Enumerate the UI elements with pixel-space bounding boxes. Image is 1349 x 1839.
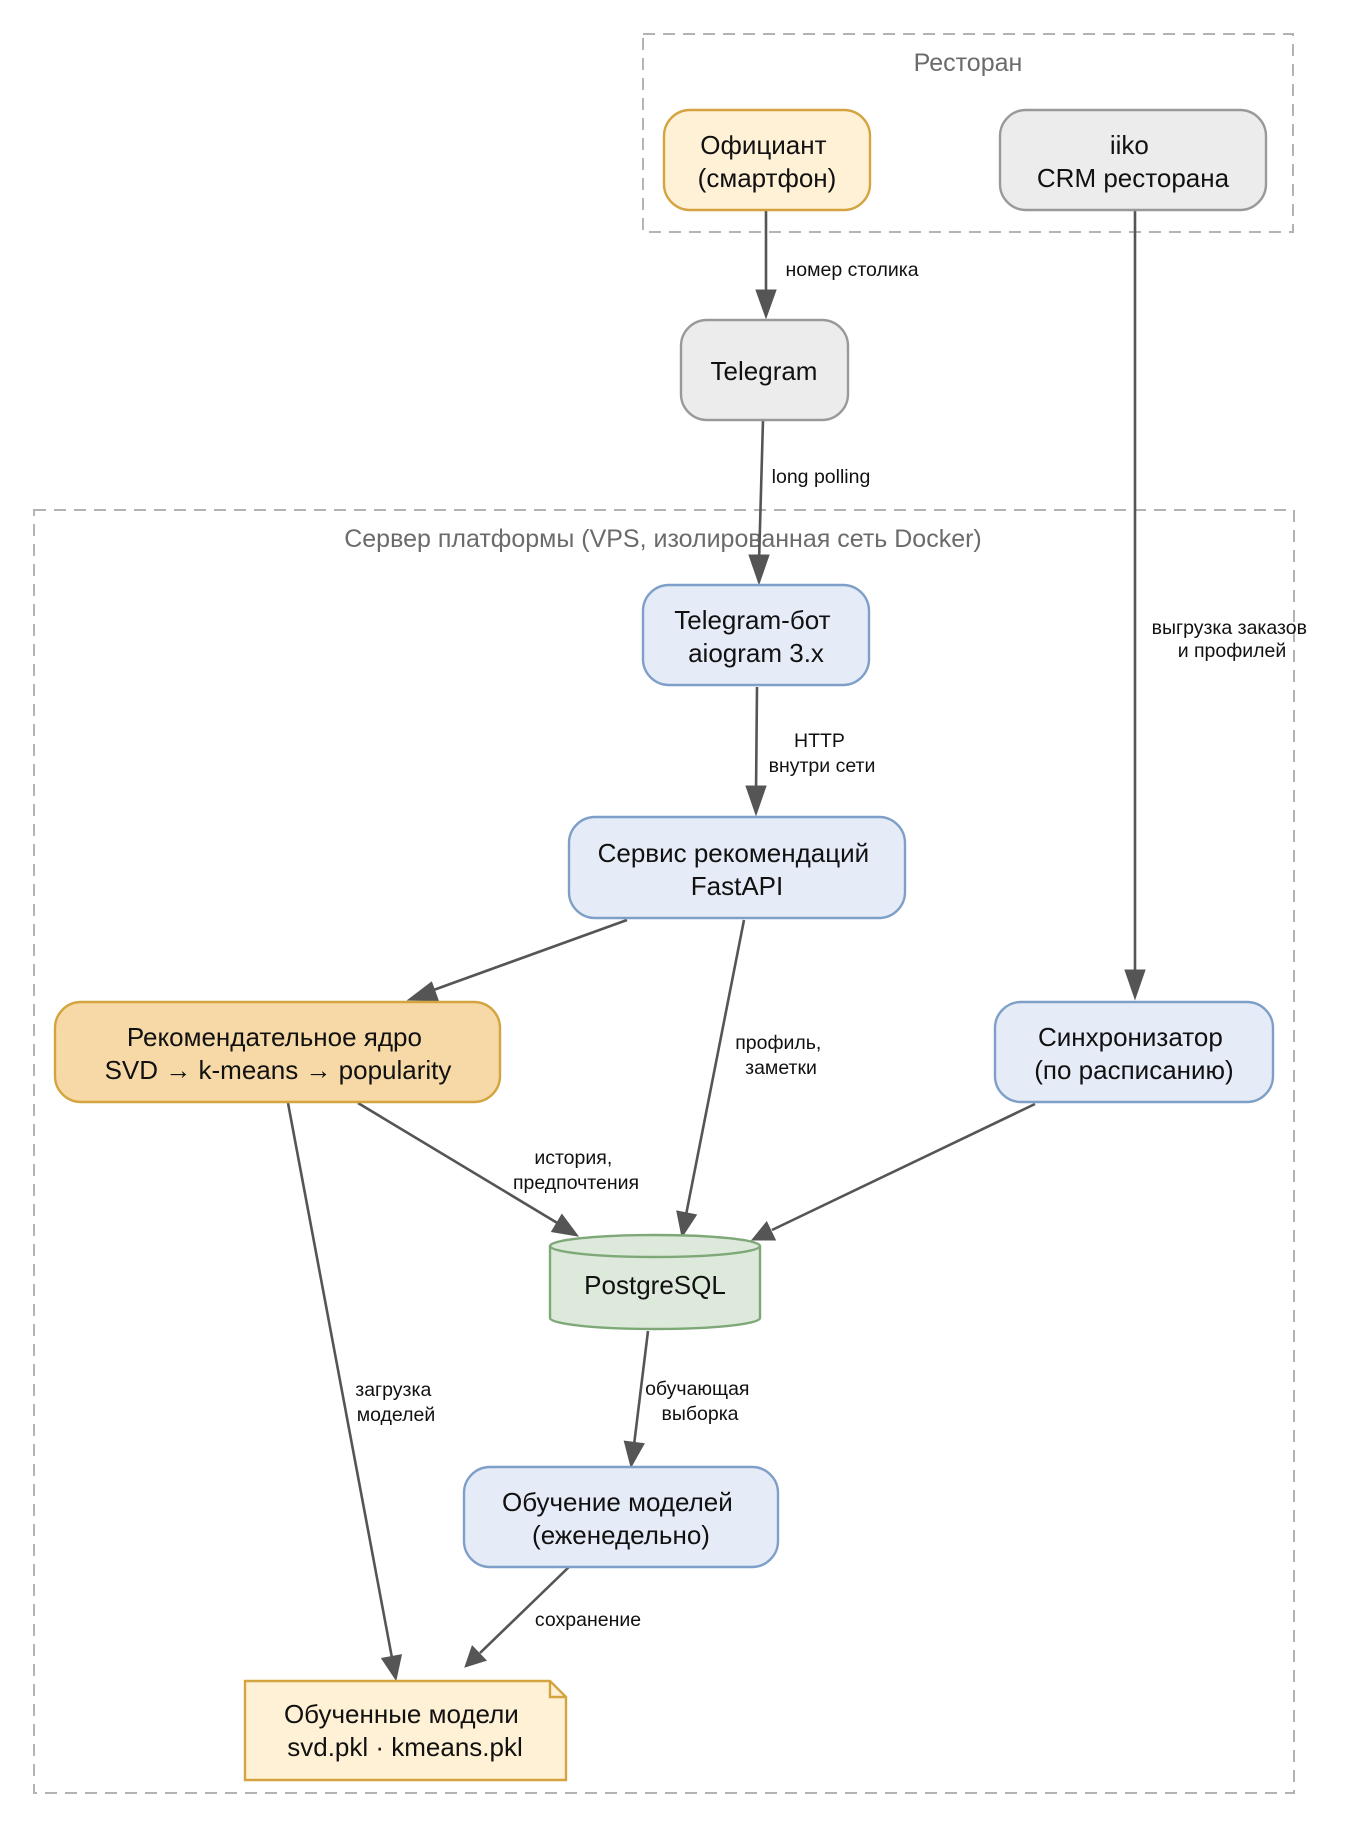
svg-text:Telegram: Telegram	[711, 356, 818, 386]
edge-iiko-sync	[1124, 210, 1146, 1001]
node-synchronizer: Синхронизатор (по расписанию)	[993, 1000, 1275, 1104]
edge-sync-db	[750, 1102, 1036, 1241]
cluster-server-label: Сервер платформы (VPS, изолированная сет…	[344, 525, 982, 553]
node-rec-core: Рекомендательное ядро SVD → k-means → po…	[53, 1000, 502, 1104]
svg-text:Сервис рекомендаций Fast: Сервис рекомендаций FastAPI	[598, 838, 877, 901]
svg-text:Синхронизатор (по распис: Синхронизатор (по расписанию)	[1034, 1022, 1233, 1085]
edge-db-train	[623, 1330, 650, 1469]
edge-train-models	[464, 1564, 572, 1668]
svg-text:Telegram-бот aiogram 3.x: Telegram-бот aiogram 3.x	[674, 605, 838, 668]
edge-label-waiter-telegram: номер столика	[785, 259, 918, 281]
edge-label-telegram-bot: long polling	[772, 466, 871, 488]
node-iiko: iiko CRM ресторана	[998, 108, 1268, 212]
node-rec-service: Сервис рекомендаций FastAPI	[567, 815, 907, 920]
edge-recsvc-db	[676, 919, 746, 1239]
svg-text:Обученные модели svd.pkl: Обученные модели svd.pkl · kmeans.pkl	[284, 1699, 526, 1762]
node-waiter: Официант (смартфон)	[662, 108, 872, 212]
edge-label-train-models: сохранение	[535, 1609, 641, 1631]
cluster-restaurant-label: Ресторан	[914, 49, 1023, 77]
cluster-server: Сервер платформы (VPS, изолированная сет…	[33, 509, 1295, 1794]
edge-label-db-train: обучающая выборка	[645, 1378, 755, 1425]
edge-waiter-telegram	[755, 210, 777, 320]
edge-label-core-models: загрузка моделей	[355, 1379, 436, 1426]
svg-text:iiko CRM ресторана: iiko CRM ресторана	[1037, 130, 1230, 193]
edge-label-core-db: история, предпочтения	[513, 1147, 639, 1194]
node-postgresql: PostgreSQL	[548, 1233, 762, 1331]
edge-recsvc-core	[406, 918, 628, 1002]
edge-label-recsvc-db: профиль, заметки	[735, 1032, 827, 1079]
cluster-restaurant: Ресторан	[642, 33, 1294, 233]
edge-bot-recsvc	[745, 686, 767, 817]
node-telegram-bot: Telegram-бот aiogram 3.x	[641, 583, 871, 687]
edge-label-bot-recsvc: HTTP внутри сети	[769, 730, 876, 777]
svg-text:Официант (смартфон): Официант (смартфон)	[698, 130, 837, 193]
file-fold-icon	[548, 1681, 566, 1699]
svg-text:Рекомендательное ядро SV: Рекомендательное ядро SVD → k-means → po…	[105, 1022, 452, 1085]
node-telegram: Telegram	[679, 318, 850, 422]
edge-core-db	[357, 1101, 580, 1237]
edge-core-models	[286, 1102, 403, 1682]
svg-text:Обучение моделей (еженед: Обучение моделей (еженедельно)	[502, 1487, 740, 1550]
node-trained-models: Обученные модели svd.pkl · kmeans.pkl	[243, 1679, 568, 1782]
edge-telegram-bot	[748, 419, 770, 586]
database-icon: PostgreSQL	[584, 1270, 726, 1300]
edge-label-iiko-sync: выгрузка заказов и профилей	[1152, 617, 1313, 662]
node-training: Обучение моделей (еженедельно)	[462, 1465, 780, 1569]
